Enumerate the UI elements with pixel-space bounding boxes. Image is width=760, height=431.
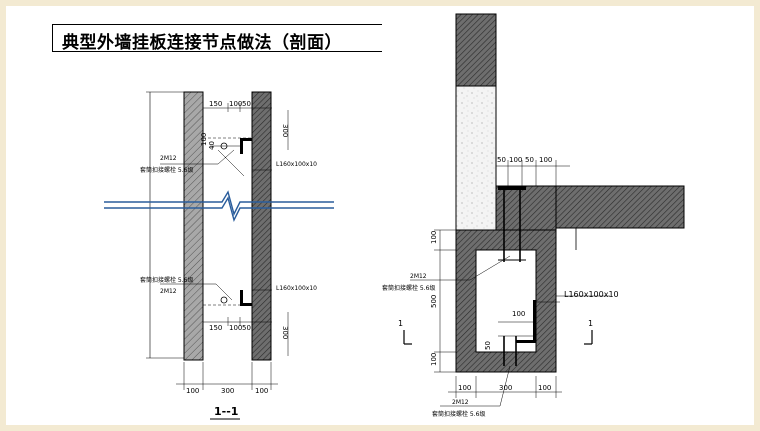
right-inner-dim-2: 50 [484,341,492,350]
upper-concrete-column [455,13,497,87]
right-bottom-dim-2: 300 [499,384,512,392]
left-small-dim-1: 100 [200,133,208,146]
right-left-dim-3: 100 [430,353,438,366]
left-concrete-wall [251,91,272,361]
left-top-dim-1: 150 [209,100,222,108]
right-inner-dim-1: 100 [512,310,525,318]
left-axis-dim-1: 100 [186,387,199,395]
left-bolt-bottom-count: 2M12 [160,288,177,295]
right-bottom-dim-1: 100 [458,384,471,392]
right-steel-angle [516,340,536,343]
title-frame [52,24,382,52]
right-bottom-dim-3: 100 [538,384,551,392]
right-top-dim-4: 100 [539,156,552,164]
right-bolt-bottom-spec: 套筒扣接螺栓 5.6级 [432,410,485,418]
left-bottom-angle [240,303,252,306]
break-line [104,190,334,222]
left-top-dim-2: 100 [229,100,242,108]
infill-wall [455,85,497,231]
left-angle-bottom-label: L160x100x10 [276,285,317,292]
left-section-detail: 150 100 50 100 40 300 2M12 套筒扣接螺栓 5.6级 L… [104,91,334,420]
floor-slab [555,185,685,229]
left-bottom-dim-3: 50 [242,324,251,332]
left-axis-dim-2: 300 [221,387,234,395]
left-right-dim-top: 300 [281,124,289,137]
left-bolt-bottom-spec: 套筒扣接螺栓 5.6级 [140,276,193,284]
floor-beam [495,185,557,231]
right-left-dim-1: 100 [430,231,438,244]
left-angle-top-label: L160x100x10 [276,161,317,168]
right-top-dim-1: 50 [497,156,506,164]
hanging-panel [455,229,557,373]
right-bolt-bottom-count: 2M12 [452,399,469,406]
left-bottom-dim-2: 100 [229,324,242,332]
left-top-angle [240,138,252,141]
right-bolt-top-spec: 套筒扣接螺栓 5.6级 [382,284,435,292]
left-bolt-top-count: 2M12 [160,155,177,162]
right-angle-label: L160x100x10 [564,290,619,299]
right-top-dim-2: 100 [509,156,522,164]
left-bottom-dim-1: 150 [209,324,222,332]
right-top-dim-3: 50 [525,156,534,164]
page-title: 典型外墙挂板连接节点做法（剖面） [62,33,342,53]
left-bottom-bolt [220,296,228,304]
left-bolt-top-spec: 套筒扣接螺栓 5.6级 [140,166,193,174]
section-mark-left: 1 [398,319,403,328]
left-axis-dim-3: 100 [255,387,268,395]
section-label: 1--1 [214,405,238,418]
left-small-dim-2: 40 [208,141,216,150]
left-panel-wall [183,91,204,361]
right-left-dim-2: 500 [430,295,438,308]
left-top-dim-3: 50 [242,100,251,108]
right-section-detail: 50 100 50 100 100 500 100 2M12 套筒扣接螺栓 5.… [382,13,685,418]
section-mark-right: 1 [588,319,593,328]
left-right-dim-bottom: 300 [281,326,289,339]
right-bolt-top-count: 2M12 [410,273,427,280]
